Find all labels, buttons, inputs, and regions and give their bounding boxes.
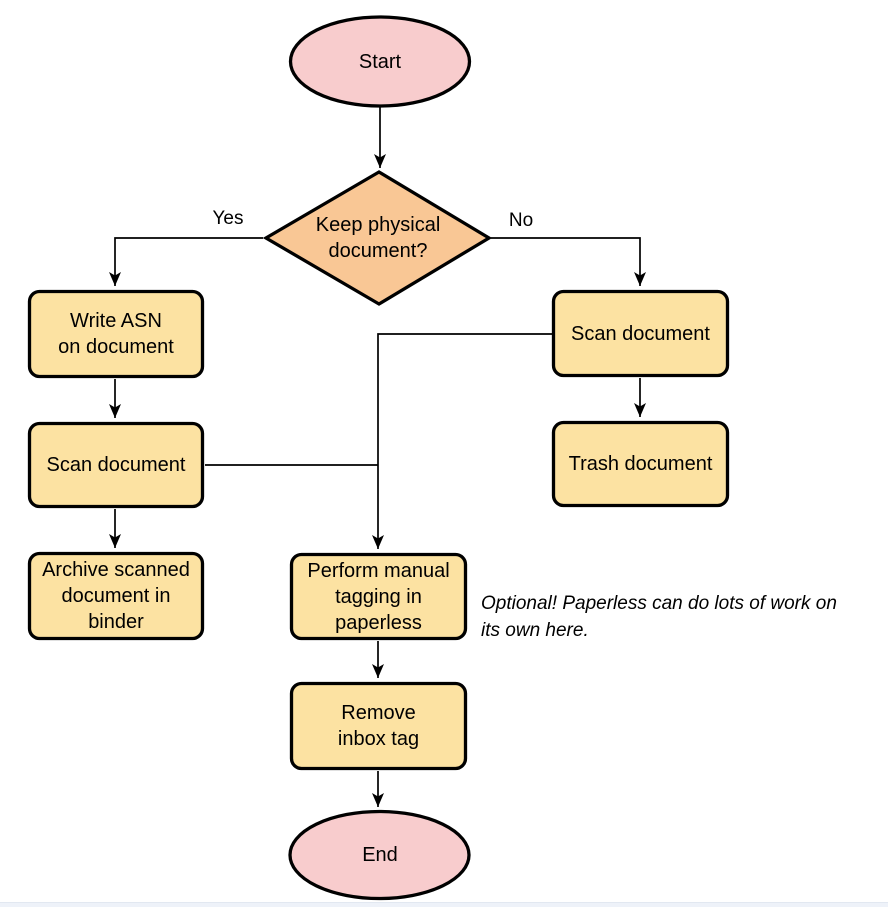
scan-left-box-shape (27, 421, 205, 509)
tagging-box-shape (289, 552, 468, 641)
write-asn-box-shape (27, 289, 205, 379)
start-label: Start (358, 50, 402, 73)
write-asn-label: Write ASN on document (58, 310, 174, 358)
archive-box-shape (27, 551, 205, 641)
edge-decision-no (491, 237, 646, 286)
decision-diamond-shape (262, 170, 493, 306)
scan-left-label: Scan document (46, 454, 186, 476)
edge-decision-yes (109, 237, 263, 286)
archive-label: Archive scanned document in binder (42, 559, 190, 633)
trash-label: Trash document (568, 453, 713, 475)
decision-label: Keep physical document? (315, 214, 441, 262)
yes-edge-label: Yes (212, 208, 244, 229)
trash-box-shape (551, 420, 730, 508)
scan-right-box-shape (551, 289, 730, 378)
end-terminator-shape (288, 809, 471, 901)
tagging-label: Perform manual tagging in paperless (307, 559, 450, 634)
start-terminator-shape (288, 15, 472, 108)
edge-scanright-tagging (372, 333, 552, 549)
remove-tag-box-shape (289, 681, 468, 771)
window-bottom-edge (0, 902, 888, 907)
no-edge-label: No (508, 210, 534, 231)
end-label: End (362, 843, 398, 866)
scan-right-label: Scan document (571, 322, 710, 345)
optional-note: Optional! Paperless can do lots of work … (481, 593, 837, 641)
remove-tag-label: Remove inbox tag (337, 702, 420, 750)
